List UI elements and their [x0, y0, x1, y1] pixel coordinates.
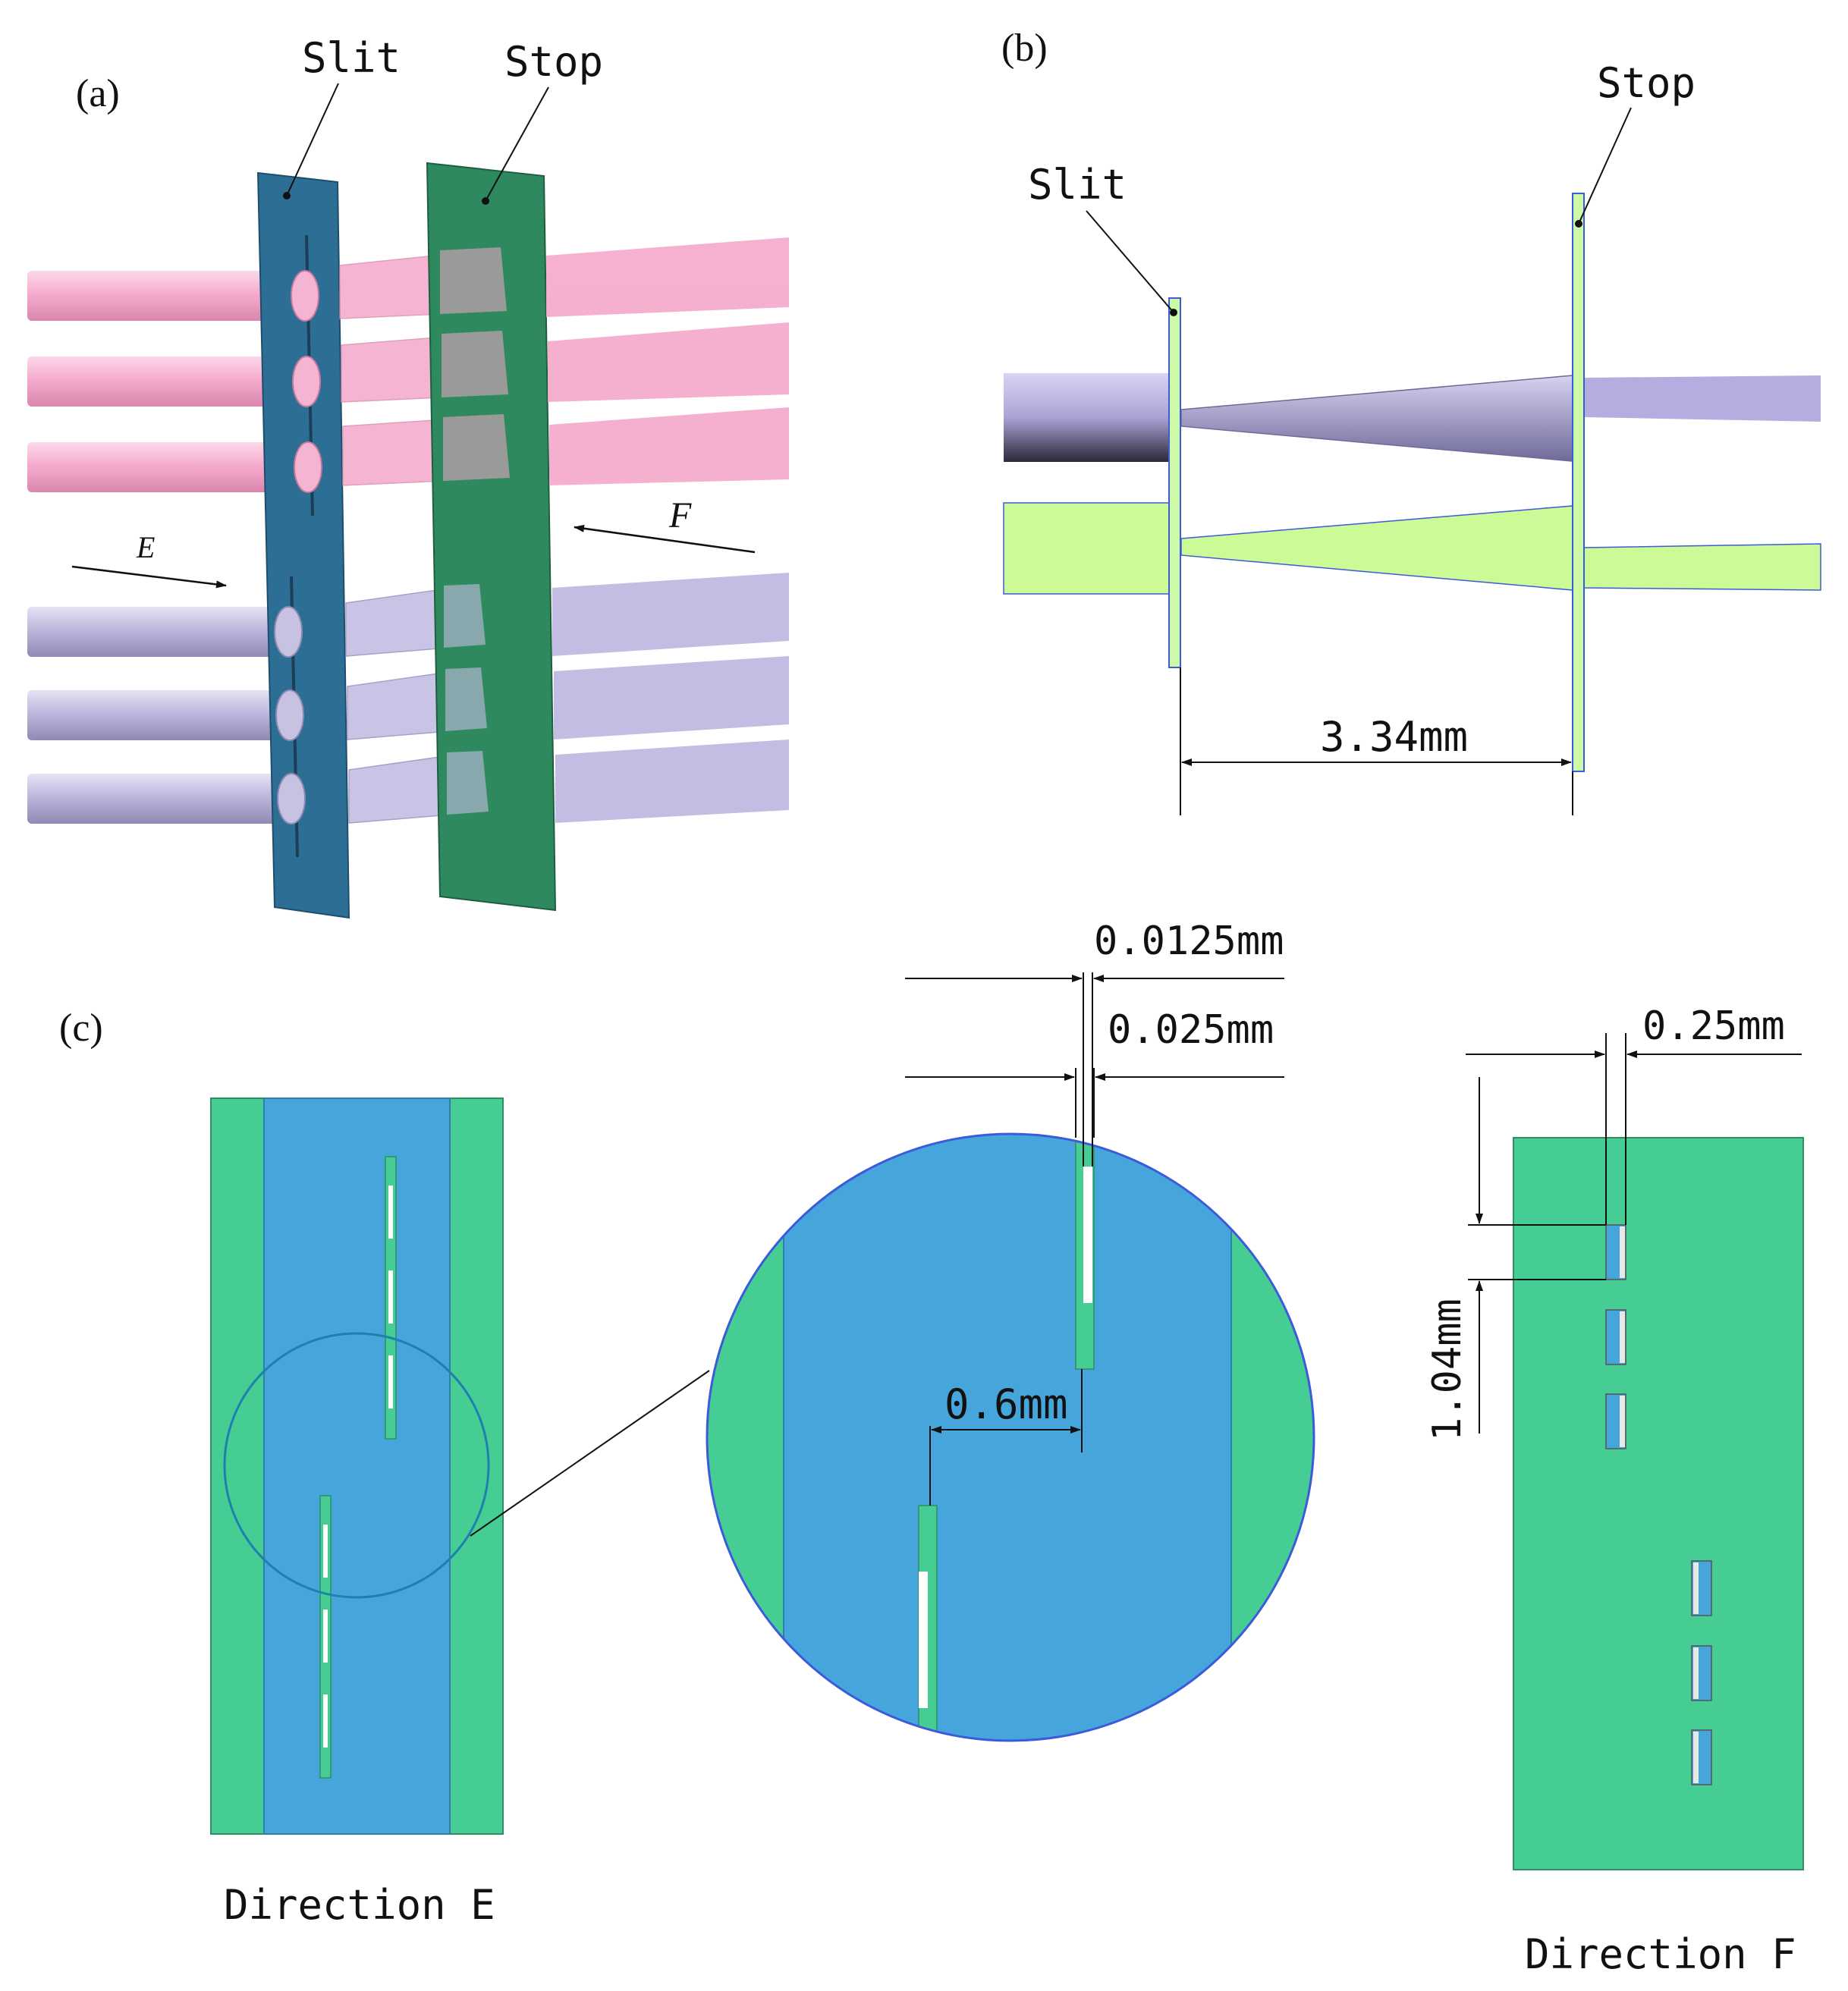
direction-f-caption: Direction F: [1525, 1930, 1796, 1978]
upper-beam-output: [1584, 375, 1821, 422]
direction-e-view: Direction E: [210, 1098, 504, 1929]
dim-06-label: 0.6mm: [944, 1380, 1068, 1428]
stop-leader-a: [485, 86, 549, 202]
upper-beam-input: [1004, 373, 1171, 462]
dim-0125-label: 0.0125mm: [1094, 919, 1284, 964]
arrow-f: [574, 524, 756, 554]
stop-leader-b: [1578, 107, 1632, 225]
zoomed-detail: 0.6mm 0.0125mm 0.025mm: [706, 919, 1315, 1742]
dim-025-label: 0.025mm: [1108, 1007, 1274, 1053]
arrow-e-label: E: [136, 530, 155, 564]
panel-b-label: (b): [1001, 27, 1048, 70]
arrow-f-label: F: [668, 495, 692, 535]
slit-leader-a: [286, 83, 339, 196]
zoom-connector: [470, 1370, 710, 1537]
stop-label-a: Stop: [504, 38, 603, 86]
direction-e-caption: Direction E: [224, 1881, 495, 1929]
dim-104-label: 1.04mm: [1425, 1299, 1470, 1441]
violet-input-rods: [27, 607, 300, 824]
zoom-indicator-circle: [223, 1332, 490, 1599]
slit-plate-side: [1168, 297, 1181, 668]
upper-beam-cone: [1180, 375, 1573, 462]
stop-label-b: Stop: [1597, 59, 1696, 107]
direction-f-view: 0.25mm 1.04mm Direction F: [1425, 1003, 1804, 1978]
violet-output-beams: [552, 573, 789, 823]
panel-c-label: (c): [59, 1006, 103, 1050]
panel-a: (a): [27, 34, 789, 919]
rod-end-caps: [291, 270, 322, 493]
lower-beam-cone: [1180, 505, 1573, 591]
distance-label: 3.34mm: [1320, 713, 1468, 761]
pink-output-beams: [546, 237, 789, 485]
panel-b: (b) Slit Stop 3.34mm: [1001, 27, 1821, 815]
slit-label-a: Slit: [302, 34, 401, 82]
dim-025b-label: 0.25mm: [1642, 1003, 1785, 1049]
lower-beam-output: [1583, 543, 1821, 591]
lower-beam-input: [1003, 502, 1171, 595]
panel-c: (c) Direction E: [59, 919, 1804, 1978]
arrow-e: [71, 565, 227, 589]
pink-input-rods: [27, 271, 308, 492]
stop-plate-side: [1572, 193, 1585, 772]
panel-a-label: (a): [76, 72, 120, 115]
slit-label-b: Slit: [1028, 161, 1127, 209]
slit-leader-b: [1086, 210, 1174, 313]
